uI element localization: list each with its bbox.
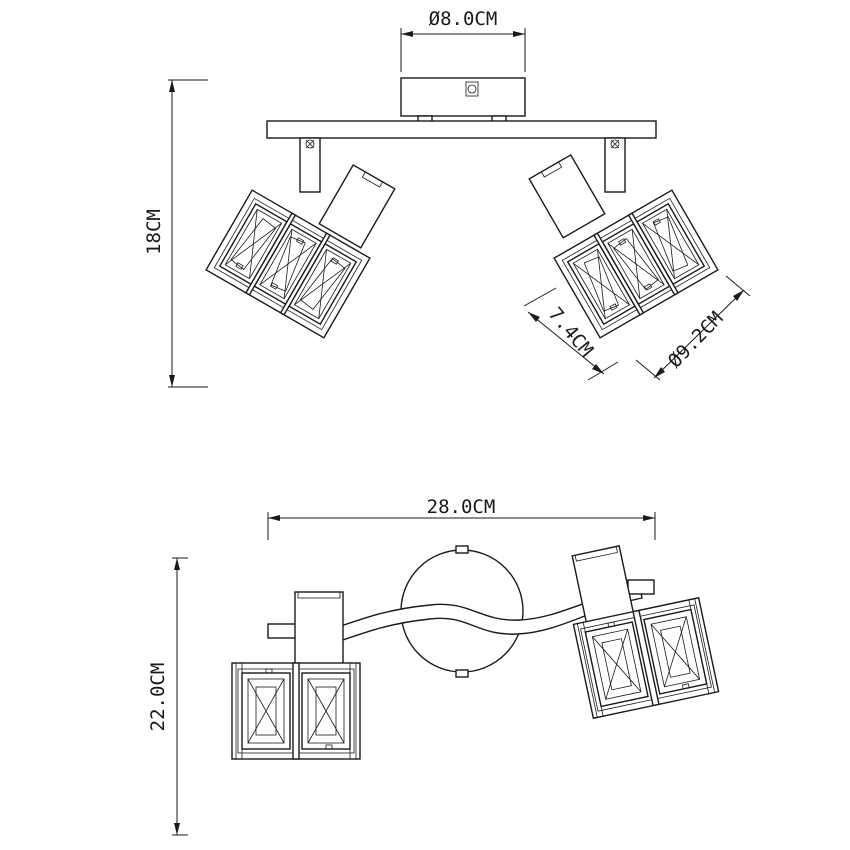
dimension-label-depth: 22.0CM	[147, 663, 169, 732]
dimension-label-width: 28.0CM	[427, 496, 496, 518]
dimension-base-diameter: Ø8.0CM	[400, 8, 526, 72]
canopy	[400, 77, 526, 117]
wavy-bar	[299, 587, 643, 655]
front-view: Ø8.0CM 18CM 7.4CM Ø9.2CM	[143, 8, 751, 388]
mounting-bar	[266, 120, 657, 139]
top-view: 28.0CM 22.0CM	[147, 496, 720, 836]
dimension-height: 18CM	[143, 79, 208, 388]
dimension-depth: 22.0CM	[147, 557, 188, 836]
dimension-width: 28.0CM	[267, 496, 656, 540]
dimension-label-shade-diameter: Ø9.2CM	[664, 308, 728, 373]
dimension-label-height: 18CM	[143, 209, 165, 255]
dimension-label-base-diameter: Ø8.0CM	[429, 8, 498, 30]
top-left-shade	[231, 662, 361, 760]
